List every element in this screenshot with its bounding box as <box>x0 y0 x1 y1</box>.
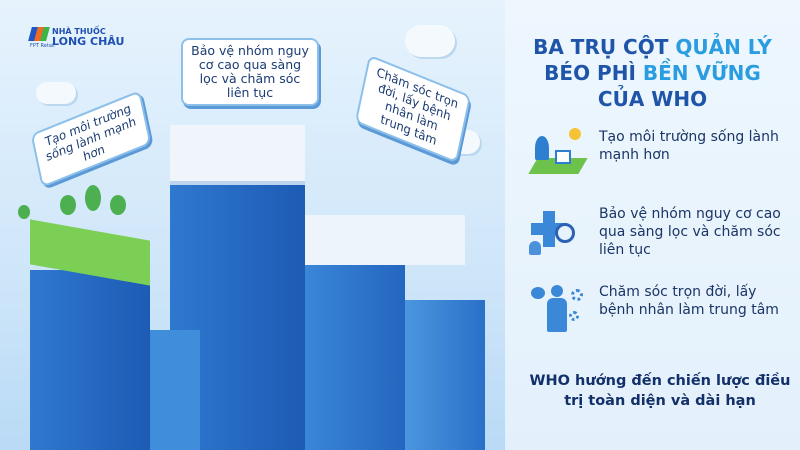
tower-small <box>150 330 200 450</box>
care-platform <box>305 215 465 265</box>
tree-icon <box>18 205 30 219</box>
pillar-item: Chăm sóc trọn đời, lấy bệnh nhân làm tru… <box>529 283 789 335</box>
person-heart-gears-icon <box>529 283 587 335</box>
bubble-lifelong-care: Chăm sóc trọn đời, lấy bệnh nhân làm tru… <box>354 54 472 164</box>
house-tree-icon <box>528 128 588 180</box>
pillar-text: Chăm sóc trọn đời, lấy bệnh nhân làm tru… <box>599 284 779 318</box>
medical-cross-magnifier-icon <box>529 205 587 257</box>
logo-sub: FPT Retail <box>30 43 55 49</box>
info-panel: BA TRỤ CỘT QUẢN LÝ BÉO PHÌ BỀN VỮNG CỦA … <box>505 0 800 450</box>
panel-title: BA TRỤ CỘT QUẢN LÝ BÉO PHÌ BỀN VỮNG CỦA … <box>533 35 772 111</box>
pillar-item: Bảo vệ nhóm nguy cơ cao qua sàng lọc và … <box>529 205 789 259</box>
logo-line1: NHÀ THUỐC <box>52 27 106 36</box>
tower-right <box>305 260 405 450</box>
cloud-icon <box>36 82 76 104</box>
pillar-text: Tạo môi trường sống lành mạnh hơn <box>599 129 779 163</box>
illustration: NHÀ THUỐC LONG CHÂU FPT Retail Tạo môi t… <box>0 0 505 450</box>
pillar-item: Tạo môi trường sống lành mạnh hơn <box>528 128 789 180</box>
bubble-environment: Tạo môi trường sống lành mạnh hơn <box>30 90 152 188</box>
tree-icon <box>60 195 76 215</box>
tree-icon <box>110 195 126 215</box>
logo: NHÀ THUỐC LONG CHÂU FPT Retail <box>28 27 125 49</box>
tower-left <box>30 270 150 450</box>
cloud-icon <box>405 25 455 57</box>
panel-footer: WHO hướng đến chiến lược điều trị toàn d… <box>529 373 791 409</box>
tree-icon <box>85 185 101 211</box>
tower-far-right <box>405 300 485 450</box>
pillar-text: Bảo vệ nhóm nguy cơ cao qua sàng lọc và … <box>599 206 781 258</box>
clinic-platform <box>170 125 305 185</box>
fpt-logo-icon <box>28 27 50 41</box>
bubble-screening: Bảo vệ nhóm nguy cơ cao qua sàng lọc và … <box>181 38 319 106</box>
logo-line2: LONG CHÂU <box>52 35 125 48</box>
